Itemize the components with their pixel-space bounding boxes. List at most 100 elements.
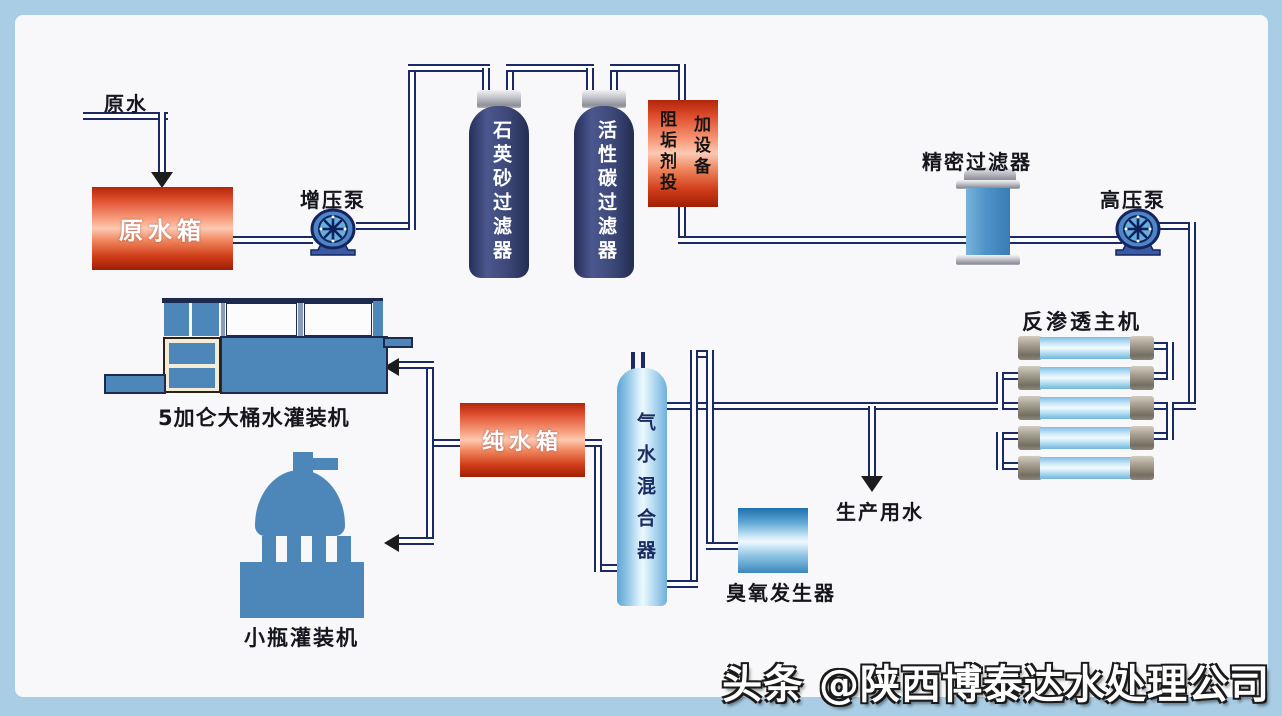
pipe-ro-loop	[1148, 342, 1174, 350]
pipe-top-run-1	[408, 64, 490, 72]
production-water-label: 生产用水	[836, 500, 924, 524]
ro-membrane-tube	[1040, 427, 1132, 449]
bottle-filling-machine-label: 小瓶灌装机	[244, 626, 359, 650]
pipe-carbon-filter-out	[610, 64, 618, 94]
mixer-nozzle-tick	[641, 352, 645, 370]
ro-membrane-tube	[1040, 337, 1132, 359]
ro-membrane-tube	[1018, 396, 1042, 420]
barrel-filling-machine-label: 5加仑大桶水灌装机	[158, 406, 350, 430]
pipe-ro-loop	[996, 372, 1004, 410]
pipe-filling-branch	[426, 361, 434, 545]
precision-filter-bottom-flange	[956, 255, 1020, 265]
scale-inhibitor-dosing-device	[648, 100, 718, 207]
bottle-machine-arrow-icon	[384, 534, 399, 552]
quartz-sand-filter-tank	[469, 106, 529, 278]
scale-inhibitor-label-left: 阻垢剂投	[656, 110, 676, 194]
ro-membrane-tube	[1040, 397, 1132, 419]
machine-top-post	[298, 303, 303, 336]
gas-water-mixer-label: 气水混合器	[634, 412, 656, 572]
raw-water-arrow-icon	[151, 172, 173, 188]
pipe-hp-pump-out	[1158, 222, 1196, 230]
mixer-nozzle-tick	[631, 352, 635, 370]
pipe-mixer-bottom	[664, 580, 698, 588]
pipe-raw-water-inlet-v	[158, 112, 166, 176]
quartz-sand-filter-cap	[477, 90, 521, 108]
machine-cabinet-cell	[169, 368, 215, 388]
ro-membrane-tube	[1130, 336, 1154, 360]
ozone-generator	[738, 508, 808, 573]
ro-membrane-tube	[1130, 396, 1154, 420]
pipe-ro-product-run	[667, 402, 998, 410]
booster-pump	[306, 208, 360, 258]
pipe-bottle-branch	[398, 537, 434, 545]
precision-filter-label: 精密过滤器	[922, 150, 1032, 174]
pipe-ro-loop	[996, 432, 1022, 440]
machine-top-post	[373, 301, 383, 336]
activated-carbon-filter-cap	[582, 90, 626, 108]
pipe-ozone-top-bend	[690, 350, 714, 358]
ro-membrane-tube	[1040, 457, 1132, 479]
pipe-ro-loop	[996, 372, 1022, 380]
machine-top-window	[226, 303, 297, 336]
scale-inhibitor-label-right: 加设备	[690, 115, 710, 178]
machine-top-cell	[192, 303, 219, 336]
pipe-puretank-in	[585, 439, 602, 447]
machine-top-bar	[162, 298, 383, 303]
quartz-sand-filter-label: 石英砂过滤器	[490, 120, 512, 264]
machine-top-post	[221, 303, 225, 336]
pipe-puretank-out	[430, 439, 462, 447]
pipe-ro-loop	[1166, 342, 1174, 380]
ro-membrane-tube	[1130, 366, 1154, 390]
machine-top-window	[304, 303, 372, 336]
pipe-ro-feed-drop	[1188, 222, 1196, 410]
ro-membrane-tube	[1018, 366, 1042, 390]
pipe-production-branch	[868, 406, 876, 478]
precision-filter-dome	[964, 166, 1016, 182]
high-pressure-pump	[1111, 208, 1165, 258]
bottle-machine-nozzle	[337, 536, 351, 562]
pipe-mixer-riser	[594, 439, 602, 572]
machine-conveyor-arm	[104, 374, 166, 394]
machine-top-cell	[164, 303, 189, 336]
pipe-top-run-3	[610, 64, 686, 72]
booster-pump-label: 增压泵	[300, 188, 366, 212]
ro-membrane-tube	[1018, 336, 1042, 360]
bottle-machine-chimney	[293, 452, 313, 474]
bottle-machine-base	[240, 562, 364, 618]
raw-water-label: 原水	[104, 92, 148, 116]
ro-membrane-tube	[1018, 426, 1042, 450]
pipe-ro-loop	[1148, 432, 1174, 440]
bottle-machine-nozzle	[312, 536, 326, 562]
pipe-ozone-v2	[706, 350, 714, 550]
pipe-tank-to-booster	[233, 236, 313, 244]
pipe-ro-loop	[996, 462, 1022, 470]
pipe-barrel-branch	[398, 361, 434, 369]
ro-membrane-tube	[1040, 367, 1132, 389]
pipe-ozone-inlet	[706, 542, 740, 550]
production-water-arrow-icon	[861, 476, 883, 492]
pipe-ro-loop	[996, 402, 1022, 410]
pipe-sand-filter-in	[482, 68, 490, 98]
machine-main-body	[220, 336, 388, 394]
precision-filter-top-flange	[956, 180, 1020, 189]
pipe-ozone-v1	[690, 350, 698, 588]
ro-membrane-tube	[1018, 456, 1042, 480]
ro-membrane-tube	[1130, 426, 1154, 450]
precision-filter-body	[966, 188, 1010, 256]
pipe-mid-run	[678, 236, 1122, 244]
pipe-sand-filter-out	[506, 64, 514, 96]
machine-right-tab	[383, 337, 413, 348]
pipe-booster-out	[356, 222, 416, 230]
pipe-mixer-out	[594, 564, 620, 572]
pipe-top-run-2	[506, 64, 594, 72]
bottle-machine-nozzle	[262, 536, 276, 562]
pipe-ro-loop	[996, 432, 1004, 470]
pipe-ro-loop	[1148, 372, 1174, 380]
ro-membrane-tube	[1130, 456, 1154, 480]
ro-unit-label: 反渗透主机	[1022, 310, 1142, 334]
bottle-machine-nozzle	[287, 536, 301, 562]
watermark: 头条 @陕西博泰达水处理公司	[722, 662, 1270, 708]
pipe-riser-1	[408, 64, 416, 230]
pipe-carbon-filter-in	[586, 68, 594, 98]
